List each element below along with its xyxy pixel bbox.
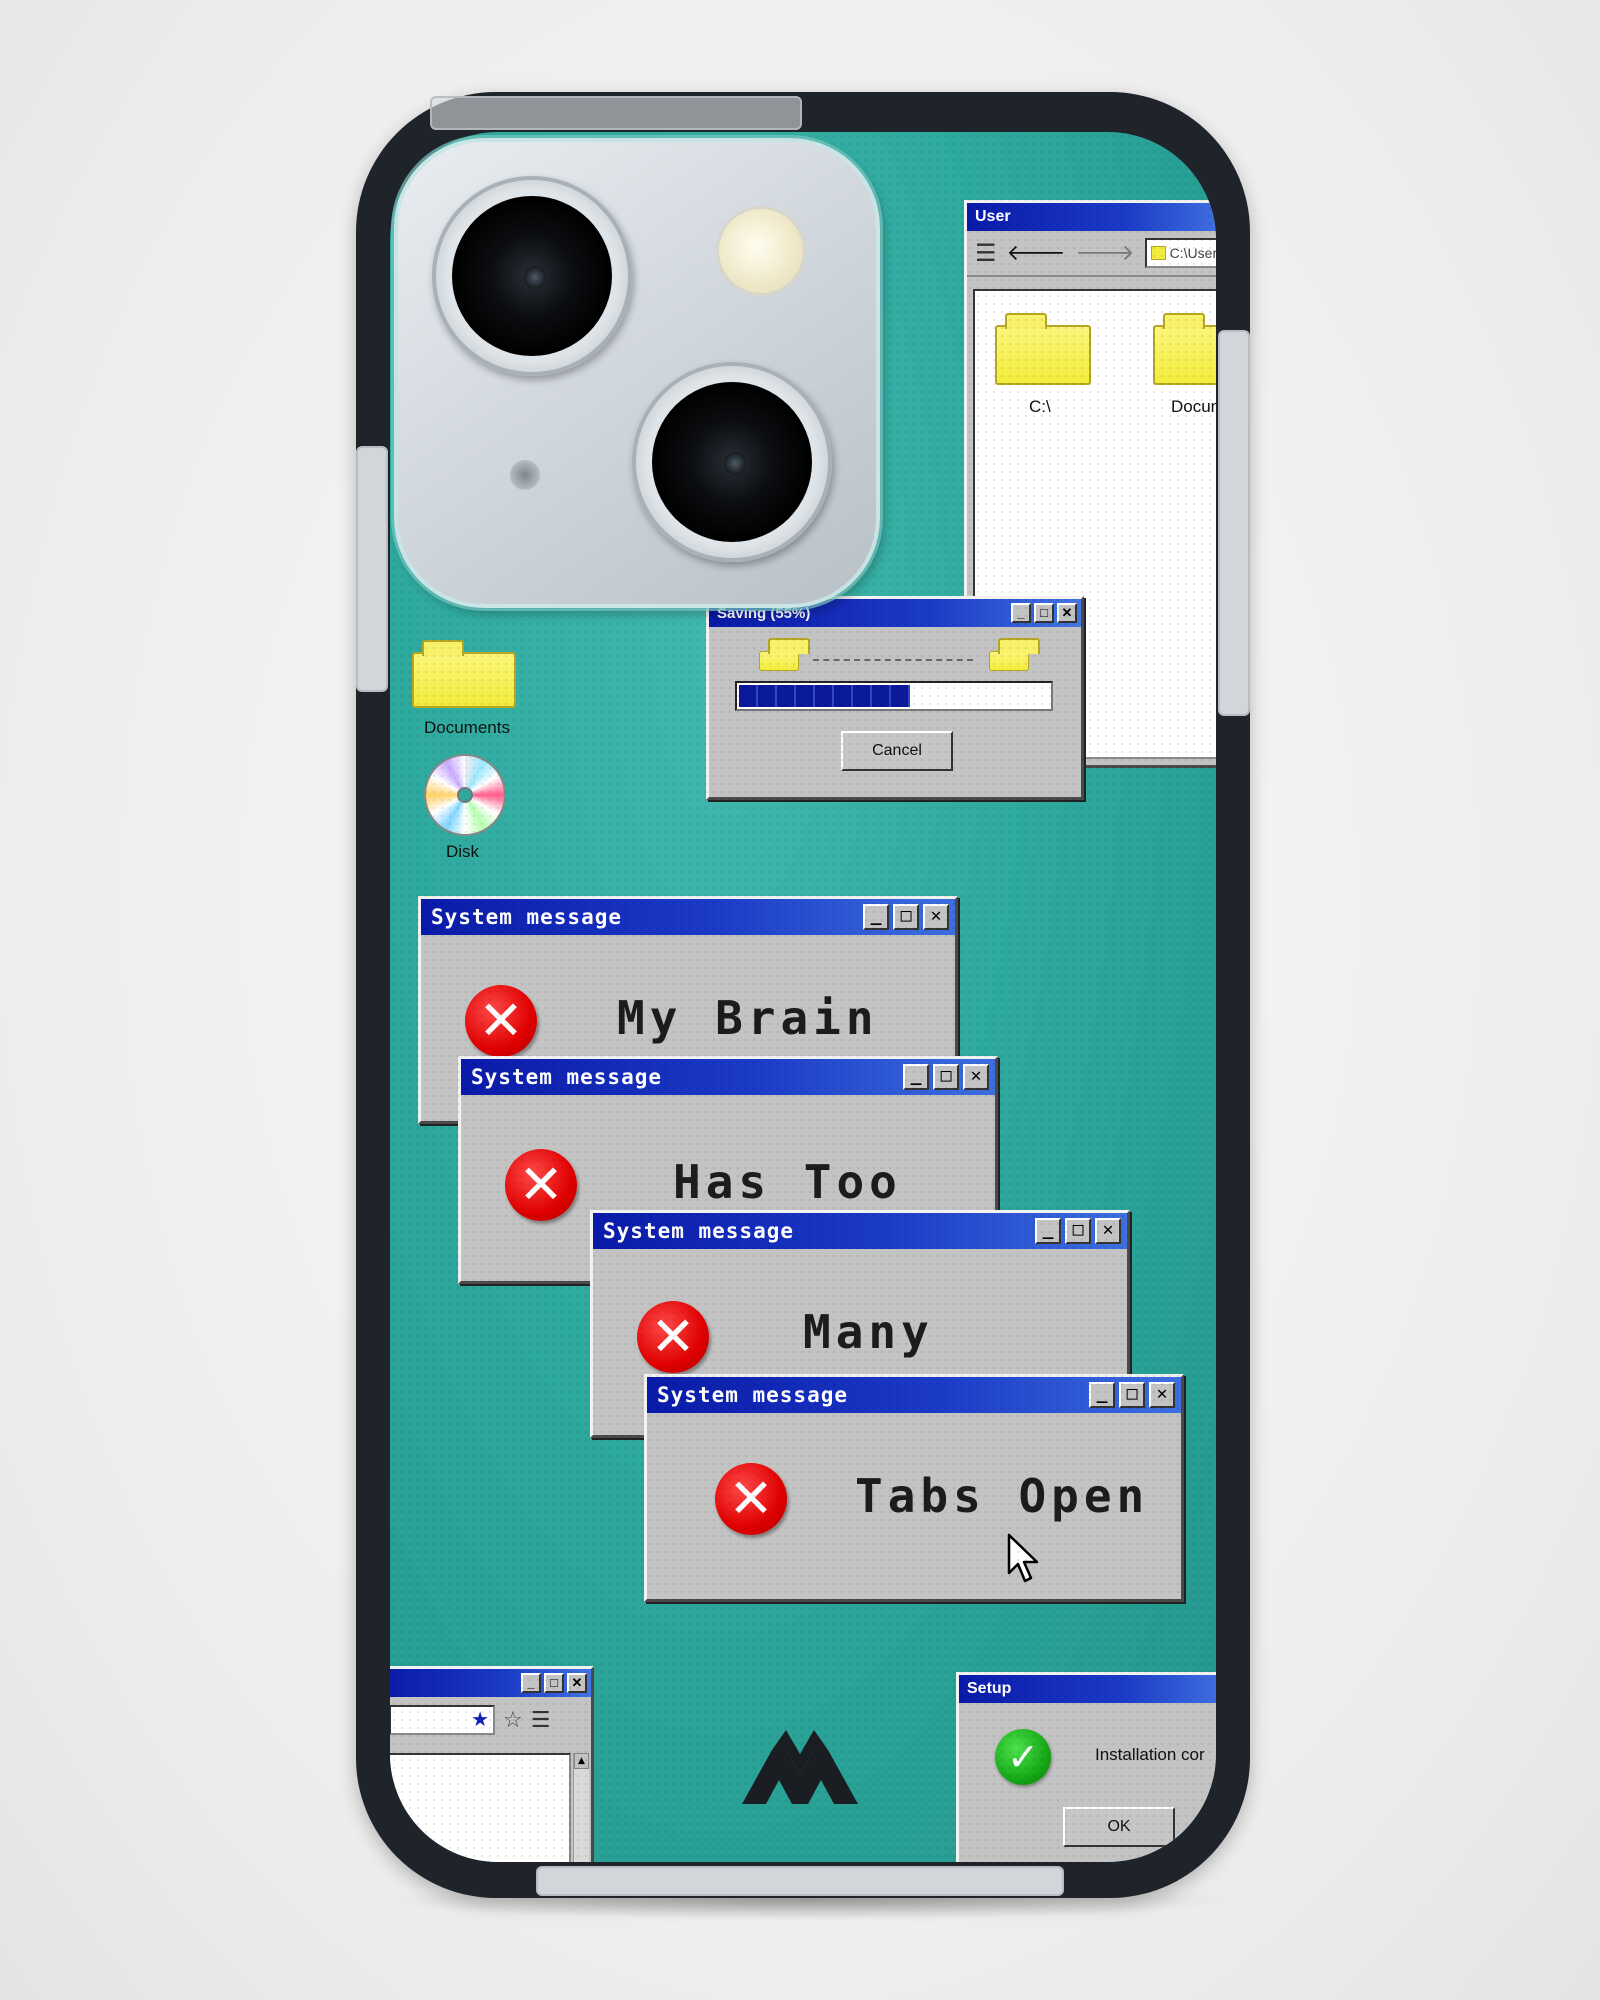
saving-progress-bar [735, 681, 1053, 711]
close-icon[interactable]: ✕ [1095, 1218, 1121, 1244]
close-icon[interactable]: ✕ [567, 1673, 587, 1693]
folder-c-icon[interactable] [995, 313, 1091, 385]
browser-toolbar: ★ ☆ ☰ [390, 1697, 591, 1743]
address-text: C:\User\ [1169, 245, 1216, 261]
explorer-title: User [975, 208, 1011, 225]
transfer-dashes [813, 659, 973, 661]
folder-documents-label: Docum [1171, 397, 1216, 416]
explorer-titlebar: User [967, 203, 1216, 231]
folder-documents-icon[interactable] [1153, 313, 1216, 385]
maximize-icon[interactable]: □ [1065, 1218, 1091, 1244]
browser-window: _ □ ✕ ★ ☆ ☰ ▲ [390, 1666, 594, 1862]
folder-c-label: C:\ [1029, 397, 1051, 416]
documents-label: Documents [424, 718, 510, 737]
camera-lens-top-ring [432, 176, 632, 376]
system-message-text: Many [803, 1305, 934, 1359]
explorer-toolbar: ☰ 🡐 🡒 C:\User\ [967, 231, 1216, 277]
browser-scrollbar[interactable]: ▲ [573, 1753, 589, 1862]
system-message-title: System message [471, 1065, 663, 1089]
system-message-window-2: System message _ □ ✕ ✕ Has Too [458, 1056, 998, 1284]
system-message-text: My Brain [617, 991, 879, 1045]
brand-logo-icon [742, 1730, 858, 1804]
setup-dialog: Setup ✓ Installation cor OK [956, 1672, 1216, 1862]
microphone-icon [510, 460, 540, 490]
error-icon: ✕ [715, 1463, 787, 1535]
saving-dialog: Saving (55%) _ □ ✕ Cancel [706, 596, 1084, 800]
maximize-icon[interactable]: □ [1119, 1382, 1145, 1408]
mouse-cursor-icon [1007, 1533, 1039, 1583]
error-icon: ✕ [505, 1149, 577, 1221]
system-message-titlebar: System message _ □ ✕ [647, 1377, 1181, 1413]
setup-message: Installation cor [1095, 1745, 1205, 1764]
bookmark-star-icon[interactable]: ☆ [503, 1707, 523, 1733]
minimize-icon[interactable]: _ [521, 1673, 541, 1693]
transfer-animation [709, 627, 1081, 673]
close-icon[interactable]: ✕ [923, 904, 949, 930]
error-icon: ✕ [637, 1301, 709, 1373]
disk-label: Disk [446, 842, 480, 861]
camera-lens-icon [452, 196, 612, 356]
case-clear-bumper-right [1218, 330, 1250, 716]
success-check-icon: ✓ [995, 1729, 1051, 1785]
camera-lens-icon [652, 382, 812, 542]
saving-window-controls: _ □ ✕ [1011, 603, 1077, 623]
forward-arrow-icon[interactable]: 🡒 [1075, 241, 1135, 266]
error-icon: ✕ [465, 985, 537, 1057]
case-clear-bumper-left [356, 446, 388, 692]
bookmark-filled-star-icon[interactable]: ★ [471, 1707, 489, 1731]
address-bar[interactable]: C:\User\ [1144, 238, 1216, 268]
system-message-title: System message [431, 905, 623, 929]
target-folder-icon [989, 638, 1040, 671]
camera-flash-icon [716, 206, 806, 296]
camera-lens-bottom-ring [632, 362, 832, 562]
saving-titlebar: Saving (55%) _ □ ✕ [709, 599, 1081, 627]
disk-icon[interactable] [424, 754, 506, 836]
cancel-button[interactable]: Cancel [841, 731, 953, 771]
scroll-up-icon[interactable]: ▲ [574, 1753, 589, 1769]
maximize-icon[interactable]: □ [544, 1673, 564, 1693]
system-message-text: Tabs Open [855, 1469, 1150, 1523]
source-folder-icon [759, 638, 810, 671]
system-message-titlebar: System message _ □ ✕ [593, 1213, 1127, 1249]
system-message-titlebar: System message _ □ ✕ [421, 899, 955, 935]
close-icon[interactable]: ✕ [963, 1064, 989, 1090]
system-message-text: Has Too [673, 1155, 902, 1209]
menu-icon[interactable]: ☰ [975, 239, 997, 267]
address-folder-icon [1150, 246, 1166, 260]
browser-window-controls: _ □ ✕ [521, 1673, 587, 1693]
close-icon[interactable]: ✕ [1057, 603, 1077, 623]
minimize-icon[interactable]: _ [863, 904, 889, 930]
case-clear-bumper-top [430, 96, 802, 130]
browser-titlebar: _ □ ✕ [390, 1669, 591, 1697]
close-icon[interactable]: ✕ [1149, 1382, 1175, 1408]
minimize-icon[interactable]: _ [1011, 603, 1031, 623]
menu-icon[interactable]: ☰ [530, 1707, 551, 1733]
camera-module [394, 138, 880, 608]
minimize-icon[interactable]: _ [1035, 1218, 1061, 1244]
disk-hole-icon [457, 787, 473, 803]
system-message-titlebar: System message _ □ ✕ [461, 1059, 995, 1095]
back-arrow-icon[interactable]: 🡐 [1006, 241, 1066, 266]
documents-folder-icon[interactable] [412, 640, 516, 708]
system-message-title: System message [657, 1383, 849, 1407]
minimize-icon[interactable]: _ [903, 1064, 929, 1090]
setup-titlebar: Setup [959, 1675, 1216, 1703]
system-message-title: System message [603, 1219, 795, 1243]
ok-button[interactable]: OK [1063, 1807, 1175, 1847]
maximize-icon[interactable]: □ [933, 1064, 959, 1090]
saving-title: Saving (55%) [717, 604, 811, 622]
browser-content [390, 1753, 571, 1862]
maximize-icon[interactable]: □ [1034, 603, 1054, 623]
case-clear-bumper-bottom [536, 1866, 1064, 1896]
minimize-icon[interactable]: _ [1089, 1382, 1115, 1408]
maximize-icon[interactable]: □ [893, 904, 919, 930]
system-message-window-4: System message _ □ ✕ ✕ Tabs Open [644, 1374, 1184, 1602]
saving-progress-fill [739, 685, 910, 707]
browser-url-field[interactable]: ★ [390, 1705, 495, 1735]
setup-title: Setup [967, 1680, 1012, 1697]
